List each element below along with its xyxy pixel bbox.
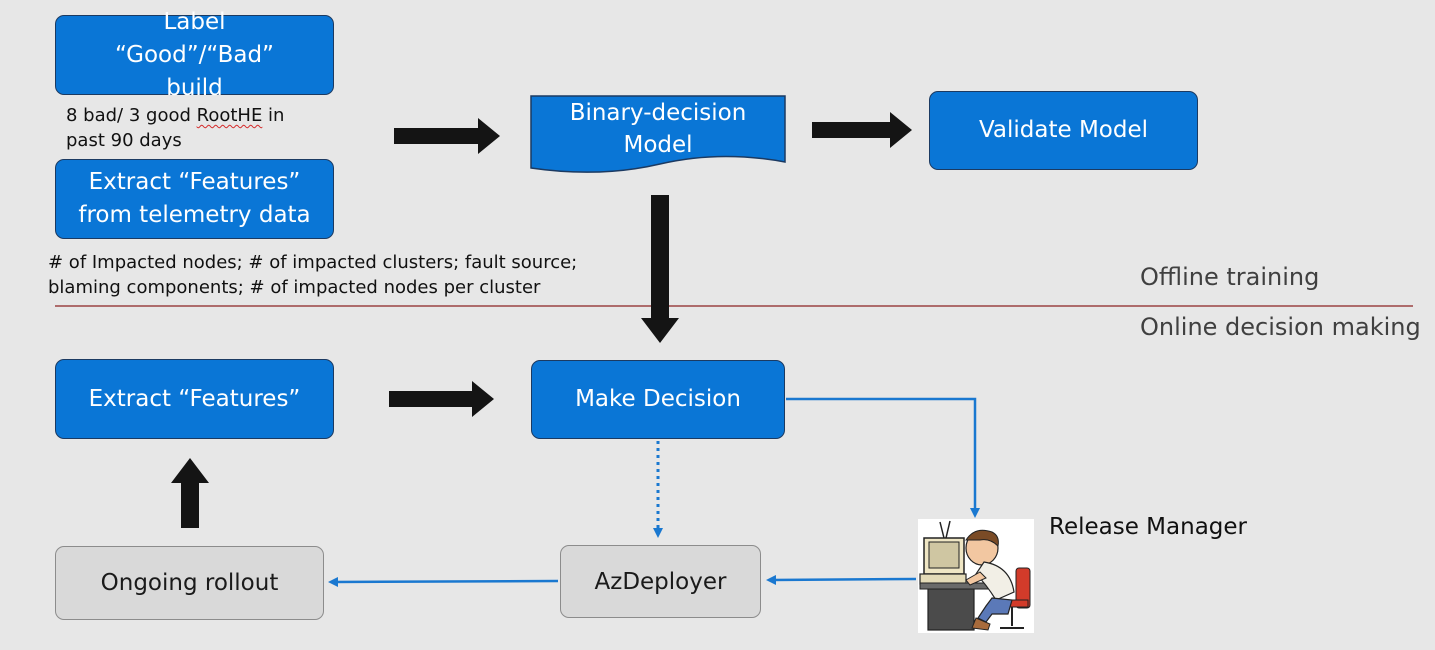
label-good-bad-build-text: Label “Good”/“Bad” build xyxy=(115,8,274,101)
extract-features-telemetry-text: Extract “Features” from telemetry data xyxy=(78,169,311,228)
release-manager-label: Release Manager xyxy=(1049,514,1247,540)
release-manager-clipart xyxy=(918,519,1034,633)
binary-decision-model-shape xyxy=(530,95,786,173)
features-list-line-2: blaming components; # of impacted nodes … xyxy=(48,277,541,298)
ongoing-rollout-box: Ongoing rollout xyxy=(55,546,324,620)
label-good-bad-build-box: Label “Good”/“Bad” build xyxy=(55,9,334,101)
binary-decision-model-text: Binary-decision Model xyxy=(569,100,747,158)
connector-azdeployer-to-rollout xyxy=(328,576,559,587)
label-stats-suffix: in past 90 days xyxy=(66,105,285,151)
make-decision-text: Make Decision xyxy=(575,386,741,412)
ongoing-rollout-text: Ongoing rollout xyxy=(100,570,279,596)
label-stats-note: 8 bad/ 3 good RootHE in past 90 days xyxy=(66,103,326,153)
make-decision-box: Make Decision xyxy=(531,360,785,439)
extract-features-text: Extract “Features” xyxy=(88,385,301,412)
features-list-note: # of Impacted nodes; # of impacted clust… xyxy=(48,250,628,300)
validate-model-box: Validate Model xyxy=(929,91,1198,170)
offline-training-label: Offline training xyxy=(1140,263,1320,291)
connector-release-manager-to-azdeployer xyxy=(766,574,917,585)
arrow-rollout-to-features xyxy=(171,458,209,528)
extract-features-box: Extract “Features” xyxy=(55,359,334,439)
validate-model-text: Validate Model xyxy=(978,117,1149,143)
arrow-model-to-validate xyxy=(812,112,912,148)
arrow-inputs-to-model xyxy=(394,118,500,154)
label-stats-prefix: 8 bad/ 3 good xyxy=(66,105,197,126)
features-list-line-1: # of Impacted nodes; # of impacted clust… xyxy=(48,252,578,273)
azdeployer-text: AzDeployer xyxy=(594,568,727,595)
arrow-model-to-decision xyxy=(641,195,679,343)
label-stats-term: RootHE xyxy=(196,105,263,126)
binary-decision-model-label: Binary-decision Model xyxy=(531,97,785,161)
connector-decision-to-release-manager xyxy=(786,397,980,518)
arrow-features-to-decision xyxy=(389,381,494,417)
online-decision-making-label: Online decision making xyxy=(1140,313,1421,341)
azdeployer-box: AzDeployer xyxy=(560,545,761,618)
extract-features-telemetry-box: Extract “Features” from telemetry data xyxy=(55,159,334,239)
